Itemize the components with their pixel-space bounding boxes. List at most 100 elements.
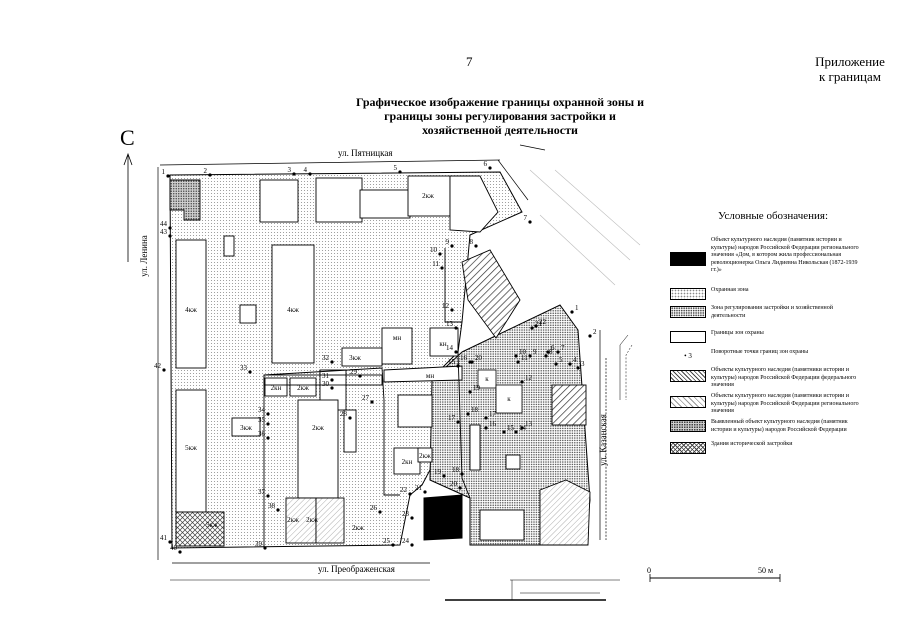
boundary-point-label: 9 <box>446 238 450 246</box>
boundary-point-dot <box>546 350 550 354</box>
boundary-point-dot <box>474 244 478 248</box>
boundary-point-label: 32 <box>322 354 330 362</box>
street-pyatnitskaya: ул. Пятницкая <box>338 148 393 158</box>
boundary-point-dot <box>370 400 374 404</box>
boundary-point-dot <box>554 362 558 366</box>
boundary-point-dot <box>276 508 280 512</box>
boundary-point-label: 40 <box>170 544 178 552</box>
boundary-point-label: 15 <box>448 358 456 366</box>
boundary-point-dot <box>520 380 524 384</box>
boundary-point-dot <box>534 324 538 328</box>
north-arrow: С <box>120 125 135 262</box>
street-lines <box>157 144 607 564</box>
legend-swatch-white <box>670 331 706 343</box>
boundary-point-dot <box>168 540 172 544</box>
boundary-point-label: 5 <box>559 356 563 364</box>
boundary-point-label: 3 <box>581 360 585 368</box>
buildings <box>175 175 525 541</box>
boundary-point-label: 10 <box>519 348 527 356</box>
boundary-point-label: 23 <box>402 510 410 518</box>
boundary-point-label: 36 <box>258 430 266 438</box>
boundary-point-label: 42 <box>154 362 162 370</box>
boundary-point-label: 14 <box>519 424 527 432</box>
boundary-point-dot <box>458 486 462 490</box>
street-kazanskaya: ул. Казанская <box>598 414 608 466</box>
boundary-point-dot <box>168 226 172 230</box>
building-label-layer: 2кж 4кж 4кж мн 3кж кн мн 5кж 2кн 2кж 2кж… <box>185 192 511 532</box>
legend-swatch-hatch-light <box>670 396 706 408</box>
boundary-point-dot <box>438 252 442 256</box>
boundary-point-dot <box>568 362 572 366</box>
boundary-point-label: 5 <box>394 164 398 172</box>
legend-text: Объекты культурного наследия (памятники … <box>711 393 859 414</box>
scale-bar: 0 50 м <box>647 566 781 582</box>
boundary-point-dot <box>308 172 312 176</box>
legend-swatch-black <box>670 252 706 266</box>
boundary-point-label: 8 <box>549 348 553 356</box>
building-label: 2кж <box>312 424 324 432</box>
building-label: 3кж <box>240 424 252 432</box>
boundary-point-dot <box>454 350 458 354</box>
boundary-point-label: 26 <box>370 504 378 512</box>
boundary-point-dot <box>423 490 427 494</box>
boundary-point-dot <box>456 420 460 424</box>
legend-swatch-dots <box>670 288 706 300</box>
cultural-object-black <box>423 494 463 541</box>
building-label: 5кж <box>206 521 218 529</box>
boundary-point-label: 17 <box>448 414 456 422</box>
boundary-point-label: 3 <box>288 166 292 174</box>
building-label: 4кж <box>287 306 299 314</box>
boundary-point-label: 1 <box>575 304 579 312</box>
boundary-point-label: 21 <box>535 320 543 328</box>
boundary-point-label: 39 <box>255 540 263 548</box>
boundary-point-dot <box>263 546 267 550</box>
building-label: 2кн <box>402 458 413 466</box>
boundary-point-label: 18 <box>471 406 479 414</box>
boundary-point-label: 35 <box>258 416 266 424</box>
legend-text: Зона регулирования застройки и хозяйстве… <box>711 305 833 319</box>
boundary-point-label: 37 <box>258 488 266 496</box>
boundary-point-dot <box>248 370 252 374</box>
boundary-point-dot <box>378 510 382 514</box>
boundary-point-dot <box>358 374 362 378</box>
boundary-point-dot <box>450 244 454 248</box>
boundary-point-label: 14 <box>446 344 454 352</box>
building-label: 5кж <box>185 444 197 452</box>
building-label: к <box>485 375 489 383</box>
boundary-point-dot <box>391 543 395 547</box>
boundary-point-label: 44 <box>160 220 168 228</box>
boundary-point-dot <box>410 543 414 547</box>
legend-text: Объект культурного наследия (памятник ис… <box>711 237 859 273</box>
building-label: 2кж <box>306 516 318 524</box>
boundary-point-label: 4 <box>573 356 577 364</box>
boundary-point-label: 18 <box>452 466 460 474</box>
boundary-point-dot <box>588 334 592 338</box>
boundary-point-dot <box>266 494 270 498</box>
boundary-point-dot <box>208 173 212 177</box>
boundary-point-dot <box>410 516 414 520</box>
boundary-point-dot <box>398 170 402 174</box>
federal-monument-block <box>461 249 521 339</box>
building-label: мн <box>426 372 434 380</box>
boundary-point-dot <box>484 416 488 420</box>
map-title-line1: Графическое изображение границы охранной… <box>355 95 645 109</box>
boundary-point-dot <box>454 326 458 330</box>
boundary-point-label: 30 <box>322 380 330 388</box>
boundary-point-label: 2 <box>204 167 208 175</box>
boundary-point-dot <box>330 360 334 364</box>
scale-zero: 0 <box>647 566 651 575</box>
map-title-line2: границы зоны регулирования застройки и <box>384 109 616 123</box>
boundary-point-dot <box>468 390 472 394</box>
boundary-point-label: 16 <box>489 420 497 428</box>
boundary-point-label: 7 <box>524 214 528 222</box>
boundary-point-label: 22 <box>400 486 408 494</box>
appendix-line2: к границам <box>818 69 882 84</box>
boundary-point-label: 33 <box>240 364 248 372</box>
appendix-line1: Приложение <box>815 54 885 69</box>
boundary-point-dot <box>162 368 166 372</box>
boundary-point-label: 12 <box>525 374 533 382</box>
boundary-point-label: 17 <box>489 410 497 418</box>
boundary-point-label: 24 <box>402 537 410 545</box>
